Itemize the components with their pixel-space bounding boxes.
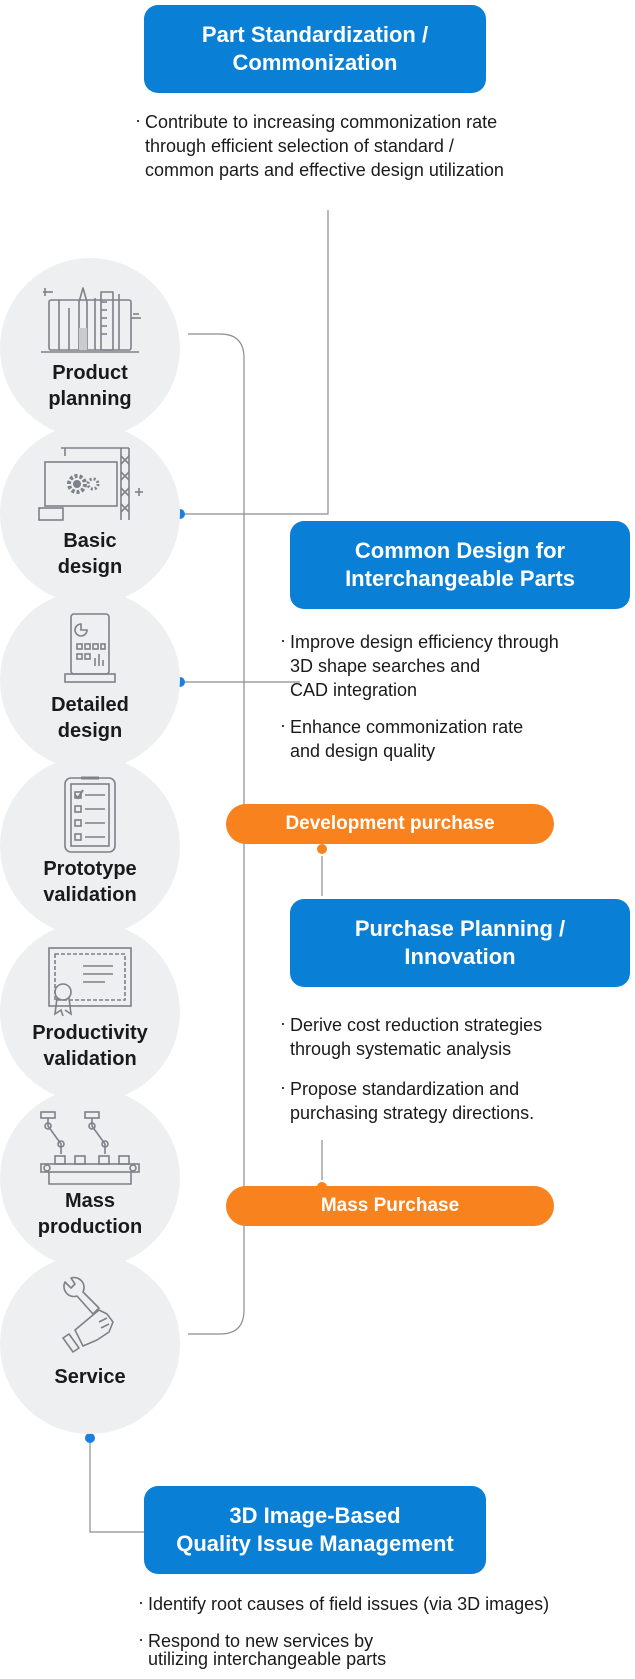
purchase-planning-bullet-1: · Derive cost reduction strategies throu… — [280, 1013, 630, 1061]
stage-productivity-validation: Productivity validation — [0, 922, 180, 1102]
stage-label: Mass production — [0, 1188, 180, 1240]
crane-gear-board-icon — [38, 447, 143, 521]
bullet-text: Enhance commonization rate — [290, 717, 524, 737]
common-design-line2: Interchangeable Parts — [345, 566, 575, 591]
stage-label-line2: design — [57, 720, 123, 742]
stage-label-line1: Mass — [64, 1190, 116, 1212]
stage-product-planning: Product planning — [0, 258, 180, 438]
stage-label-line1: Prototype — [43, 858, 137, 880]
bullet-text: Propose standardization and — [290, 1079, 520, 1099]
development-purchase-label: Development purchase — [285, 813, 495, 834]
development-purchase-pill: Development purchase — [226, 804, 554, 844]
bullet-text: purchasing strategy directions. — [290, 1103, 535, 1123]
purchase-planning-box: Purchase Planning / Innovation — [290, 899, 630, 987]
certificate-icon — [48, 947, 132, 1017]
connector-dot-dev — [315, 842, 329, 856]
part-standardization-line2: Commonization — [232, 50, 398, 75]
stage-prototype-validation: Prototype validation — [0, 756, 180, 936]
stage-label: Prototype validation — [0, 856, 180, 908]
stage-label-line1: Productivity — [32, 1022, 148, 1044]
bullet-text: Identify root causes of field issues (vi… — [148, 1594, 550, 1614]
bullet-text: Derive cost reduction strategies — [290, 1015, 543, 1035]
mass-purchase-pill: Mass Purchase — [226, 1186, 554, 1226]
stage-label: Product planning — [0, 360, 180, 412]
drafting-tools-icon — [41, 287, 141, 353]
purchase-planning-bullet-2: · Propose standardization and purchasing… — [280, 1077, 630, 1125]
bullet-text: through efficient selection of standard … — [145, 136, 454, 156]
common-design-box: Common Design for Interchangeable Parts — [290, 521, 630, 609]
purchase-planning-line1: Purchase Planning / — [354, 916, 566, 941]
stage-label: Productivity validation — [0, 1020, 180, 1072]
bullet-text: common parts and effective design utiliz… — [145, 160, 504, 180]
mass-purchase-label: Mass Purchase — [320, 1195, 460, 1216]
bullet-mark: · — [280, 1013, 286, 1033]
connector-dot-service — [85, 1433, 95, 1443]
stage-label-line2: design — [57, 556, 123, 578]
bullet-text: Improve design efficiency through — [290, 632, 559, 652]
bullet-text: Contribute to increasing commonization r… — [145, 112, 498, 132]
quality-issue-box: 3D Image-Based Quality Issue Management — [144, 1486, 486, 1574]
stage-label-line2: production — [37, 1216, 143, 1238]
quality-issue-line1: 3D Image-Based — [229, 1503, 401, 1528]
bullet-text: through systematic analysis — [290, 1039, 512, 1059]
purchase-planning-line2: Innovation — [404, 944, 516, 969]
stage-label-line1: Product — [52, 362, 128, 384]
common-design-bullet-2: · Enhance commonization rate and design … — [280, 715, 630, 763]
stage-label: Basic design — [0, 528, 180, 580]
stage-label-line2: planning — [48, 388, 132, 410]
bullet-mark: · — [280, 1077, 286, 1097]
bullet-text: utilizing interchangeable parts — [148, 1649, 387, 1669]
stage-label-line2: validation — [43, 1048, 137, 1070]
tablet-chart-icon — [64, 613, 116, 683]
stage-label: Service — [0, 1364, 180, 1390]
bullet-mark: · — [280, 630, 286, 650]
stage-label-line1: Basic — [63, 530, 117, 552]
quality-issue-bullet-1: · Identify root causes of field issues (… — [138, 1592, 618, 1616]
stage-service: Service — [0, 1254, 180, 1434]
connector-top-to-basic — [180, 210, 329, 515]
bullet-mark: · — [280, 715, 286, 735]
stage-label-line1: Detailed — [51, 694, 129, 716]
connector-service-to-quality — [89, 1438, 144, 1533]
bullet-text: and design quality — [290, 741, 436, 761]
part-standardization-box: Part Standardization / Commonization — [144, 5, 486, 93]
wrench-hand-icon — [62, 1276, 114, 1353]
robot-arms-icon — [40, 1111, 140, 1185]
stage-label-line2: validation — [43, 884, 137, 906]
bullet-text: CAD integration — [290, 680, 418, 700]
bullet-text: 3D shape searches and — [290, 656, 481, 676]
bullet-mark: · — [138, 1592, 144, 1612]
bullet-mark: · — [138, 1629, 144, 1649]
stage-label: Detailed design — [0, 692, 180, 744]
stage-label-line1: Service — [54, 1366, 126, 1388]
part-standardization-line1: Part Standardization / — [201, 22, 429, 47]
checklist-clipboard-icon — [64, 776, 116, 853]
bullet-text: Respond to new services by — [148, 1631, 374, 1651]
part-standardization-bullet: · Contribute to increasing commonization… — [135, 110, 615, 182]
stage-detailed-design: Detailed design — [0, 590, 180, 770]
quality-issue-line2: Quality Issue Management — [176, 1531, 454, 1556]
stage-basic-design: Basic design — [0, 424, 180, 604]
common-design-line1: Common Design for — [354, 538, 566, 563]
bullet-mark: · — [135, 110, 141, 130]
common-design-bullet-1: · Improve design efficiency through 3D s… — [280, 630, 630, 702]
quality-issue-bullet-2: · Respond to new services by utilizing i… — [138, 1629, 618, 1669]
stage-mass-production: Mass production — [0, 1088, 180, 1268]
